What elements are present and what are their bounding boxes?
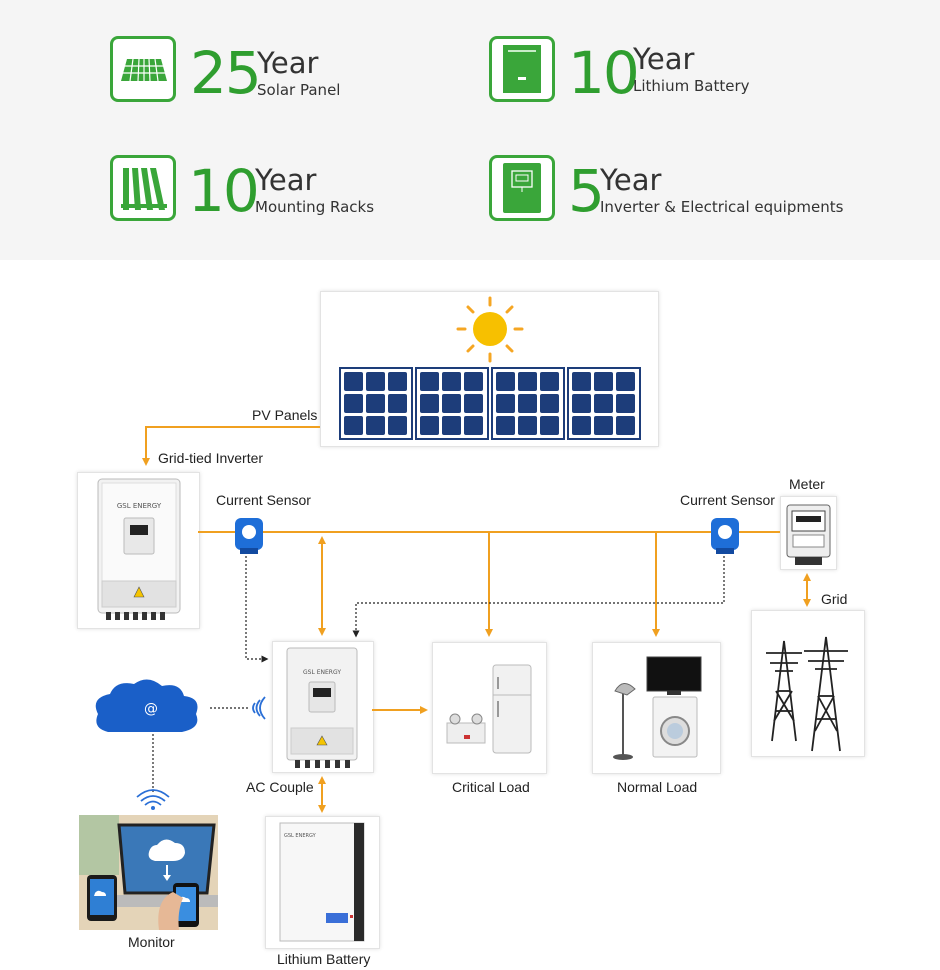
- meter-label: Meter: [789, 476, 825, 492]
- pv-cell: [420, 394, 439, 413]
- normal-load-label: Normal Load: [617, 779, 698, 795]
- pv-cell: [464, 416, 483, 435]
- pv-cell: [464, 394, 483, 413]
- pv-cell: [366, 416, 385, 435]
- current-sensor-right-label: Current Sensor: [680, 492, 775, 508]
- pv-cell: [344, 416, 363, 435]
- warranty-item: Lithium Battery: [633, 77, 750, 95]
- grid-tied-inverter-device: GSL ENERGY: [77, 472, 200, 629]
- ac-couple-device: GSL ENERGY: [272, 641, 374, 773]
- pv-cell: [518, 394, 537, 413]
- pv-cell: [616, 372, 635, 391]
- cloud-symbol: @: [144, 701, 158, 717]
- critical-load-card: [432, 642, 547, 774]
- pv-cell: [442, 372, 461, 391]
- pv-cell: [464, 372, 483, 391]
- pv-cell: [420, 416, 439, 435]
- sun-icon: [456, 296, 524, 363]
- pv-cell: [572, 394, 591, 413]
- mounting-rack-icon: [110, 155, 176, 221]
- pv-panels-label: PV Panels: [252, 407, 318, 423]
- pv-cell: [344, 394, 363, 413]
- inverter-icon: [489, 155, 555, 221]
- meter-device: [780, 496, 837, 570]
- lithium-battery-label: Lithium Battery: [277, 951, 371, 967]
- warranty-unit: Year: [255, 163, 317, 197]
- warranty-unit: Year: [257, 46, 319, 80]
- pv-cell: [540, 416, 559, 435]
- pv-cell: [594, 394, 613, 413]
- warranty-number: 10: [188, 157, 260, 225]
- current-sensor-left-label: Current Sensor: [216, 492, 311, 508]
- pv-cell: [572, 372, 591, 391]
- pv-cell: [594, 416, 613, 435]
- pv-cell: [420, 372, 439, 391]
- current-sensor-left-icon: [235, 518, 263, 554]
- pv-cell: [496, 394, 515, 413]
- pv-cell: [616, 394, 635, 413]
- solar-panel-icon: [110, 36, 176, 102]
- warranty-number: 25: [190, 39, 262, 107]
- monitor-label: Monitor: [128, 934, 175, 950]
- ac-couple-label: AC Couple: [246, 779, 314, 795]
- svg-text:GSL ENERGY: GSL ENERGY: [117, 502, 162, 510]
- battery-icon: [489, 36, 555, 102]
- pv-cell: [496, 372, 515, 391]
- warranty-item: Inverter & Electrical equipments: [600, 198, 844, 216]
- wifi-icon: [136, 696, 266, 806]
- pv-cell: [518, 416, 537, 435]
- pv-cell: [366, 394, 385, 413]
- monitor-photo: [79, 815, 218, 930]
- warranty-number: 5: [568, 157, 605, 225]
- svg-text:GSL ENERGY: GSL ENERGY: [284, 833, 317, 839]
- pv-cell: [442, 416, 461, 435]
- pv-cell: [442, 394, 461, 413]
- normal-load-card: [592, 642, 721, 774]
- svg-text:GSL ENERGY: GSL ENERGY: [303, 669, 341, 676]
- grid-tower-device: [751, 610, 865, 757]
- pv-cell: [496, 416, 515, 435]
- pv-cell: [344, 372, 363, 391]
- warranty-unit: Year: [600, 163, 662, 197]
- pv-cell: [388, 372, 407, 391]
- grid-label: Grid: [821, 591, 848, 607]
- warranty-section: 25 Year Solar Panel 10 Year Lithium Batt…: [0, 0, 940, 260]
- grid-tied-inverter-label: Grid-tied Inverter: [158, 450, 264, 466]
- current-sensor-right-icon: [711, 518, 739, 554]
- cloud-icon: [95, 679, 198, 732]
- pv-cell: [388, 416, 407, 435]
- lithium-battery-device: GSL ENERGY: [265, 816, 380, 949]
- pv-cell: [572, 416, 591, 435]
- pv-cell: [594, 372, 613, 391]
- pv-cell: [366, 372, 385, 391]
- pv-panels-card: [320, 291, 659, 447]
- pv-cell: [388, 394, 407, 413]
- pv-cell: [616, 416, 635, 435]
- pv-cell: [540, 372, 559, 391]
- warranty-number: 10: [568, 39, 640, 107]
- warranty-item: Solar Panel: [257, 81, 341, 99]
- critical-load-label: Critical Load: [452, 779, 530, 795]
- pv-cell: [540, 394, 559, 413]
- warranty-unit: Year: [633, 42, 695, 76]
- warranty-item: Mounting Racks: [255, 198, 375, 216]
- pv-cell: [518, 372, 537, 391]
